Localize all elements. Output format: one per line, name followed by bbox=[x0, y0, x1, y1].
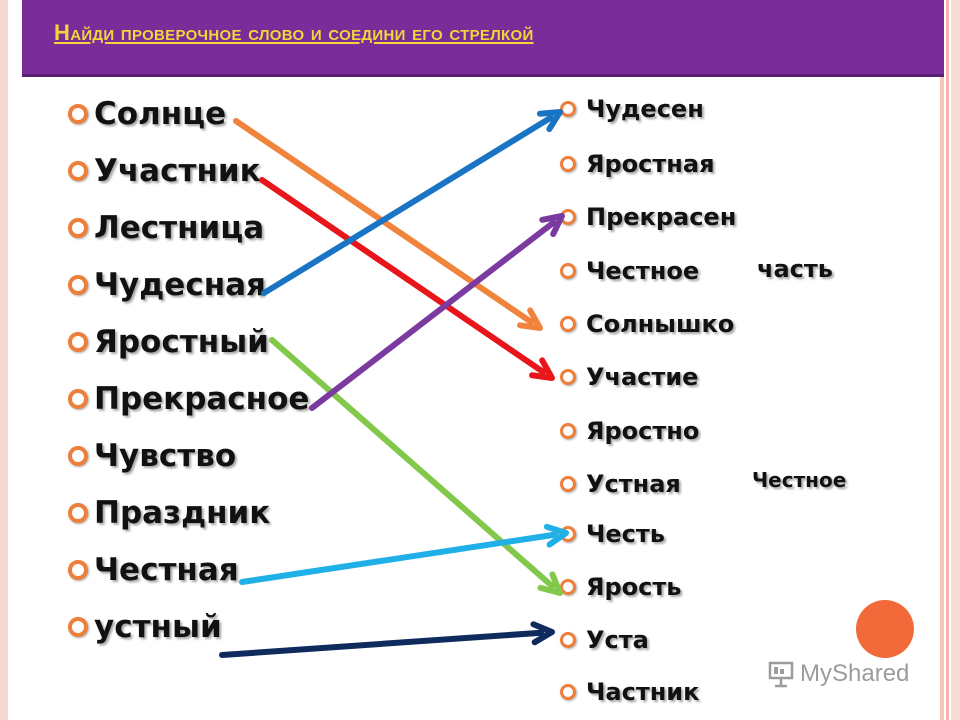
left-word-label: Праздник bbox=[94, 495, 271, 531]
right-word-label: Солнышко bbox=[586, 310, 735, 338]
bullet-icon bbox=[68, 560, 88, 580]
arrow bbox=[259, 177, 555, 381]
right-word-label: Прекрасен bbox=[586, 203, 737, 231]
bullet-icon bbox=[560, 684, 576, 700]
left-decor-stripe bbox=[0, 0, 8, 720]
bullet-icon bbox=[560, 579, 576, 595]
left-word-item: Чудесная bbox=[68, 267, 266, 303]
right-word-label: Ярость bbox=[586, 573, 682, 601]
right-word-label: Частник bbox=[586, 678, 700, 706]
bullet-icon bbox=[560, 632, 576, 648]
left-word-label: Яростный bbox=[94, 324, 269, 360]
left-word-item: Прекрасное bbox=[68, 381, 309, 417]
right-word-label: Устная bbox=[586, 470, 681, 498]
bullet-icon bbox=[560, 423, 576, 439]
right-word-label: Чудесен bbox=[586, 95, 704, 123]
decorative-circle bbox=[856, 600, 914, 658]
right-word-item: Устная bbox=[560, 470, 681, 498]
extra-word-chast: часть bbox=[757, 255, 833, 283]
right-word-label: Яростная bbox=[586, 150, 715, 178]
arrow bbox=[261, 109, 563, 296]
left-word-item: устный bbox=[68, 609, 222, 645]
right-decor-stripes bbox=[940, 0, 960, 720]
bullet-icon bbox=[560, 101, 576, 117]
arrow bbox=[219, 621, 555, 658]
right-word-item: Чудесен bbox=[560, 95, 704, 123]
left-word-item: Честная bbox=[68, 552, 239, 588]
left-word-label: Чудесная bbox=[94, 267, 266, 303]
arrow bbox=[239, 523, 569, 585]
right-word-item: Солнышко bbox=[560, 310, 734, 338]
left-word-label: Участник bbox=[94, 153, 261, 189]
left-word-item: Праздник bbox=[68, 495, 270, 531]
extra-word-chestnoe: Честное bbox=[752, 468, 847, 492]
left-word-label: устный bbox=[94, 609, 222, 645]
left-word-item: Участник bbox=[68, 153, 261, 189]
watermark: MyShared bbox=[768, 660, 909, 688]
right-word-label: Яростно bbox=[586, 417, 700, 445]
bullet-icon bbox=[560, 156, 576, 172]
slide-title: Найди проверочное слово и соедини его ст… bbox=[54, 20, 534, 45]
left-word-item: Лестница bbox=[68, 210, 264, 246]
bullet-icon bbox=[68, 161, 88, 181]
right-word-label: Уста bbox=[586, 626, 649, 654]
left-word-label: Прекрасное bbox=[94, 381, 310, 417]
bullet-icon bbox=[68, 332, 88, 352]
left-word-label: Солнце bbox=[94, 96, 227, 132]
bullet-icon bbox=[560, 263, 576, 279]
right-word-item: Честное bbox=[560, 257, 699, 285]
watermark-text: MyShared bbox=[800, 660, 910, 687]
right-word-item: Ярость bbox=[560, 573, 681, 601]
bullet-icon bbox=[68, 617, 88, 637]
left-word-label: Лестница bbox=[94, 210, 265, 246]
right-word-label: Честь bbox=[586, 520, 665, 548]
left-word-item: Солнце bbox=[68, 96, 226, 132]
bullet-icon bbox=[68, 446, 88, 466]
right-word-item: Частник bbox=[560, 678, 699, 706]
left-word-label: Чувство bbox=[94, 438, 237, 474]
bullet-icon bbox=[68, 389, 88, 409]
presentation-board-icon bbox=[768, 661, 794, 688]
bullet-icon bbox=[68, 275, 88, 295]
right-word-item: Яростная bbox=[560, 150, 714, 178]
right-word-item: Участие bbox=[560, 363, 698, 391]
right-word-label: Участие bbox=[586, 363, 699, 391]
right-word-item: Яростно bbox=[560, 417, 699, 445]
bullet-icon bbox=[560, 316, 576, 332]
bullet-icon bbox=[560, 476, 576, 492]
arrow bbox=[309, 213, 565, 411]
bullet-icon bbox=[68, 503, 88, 523]
bullet-icon bbox=[68, 218, 88, 238]
left-word-item: Чувство bbox=[68, 438, 236, 474]
title-bar: Найди проверочное слово и соедини его ст… bbox=[22, 0, 944, 77]
right-word-item: Уста bbox=[560, 626, 649, 654]
left-word-item: Яростный bbox=[68, 324, 269, 360]
left-word-label: Честная bbox=[94, 552, 239, 588]
bullet-icon bbox=[68, 104, 88, 124]
bullet-icon bbox=[560, 369, 576, 385]
right-word-item: Прекрасен bbox=[560, 203, 736, 231]
right-word-label: Честное bbox=[586, 257, 700, 285]
